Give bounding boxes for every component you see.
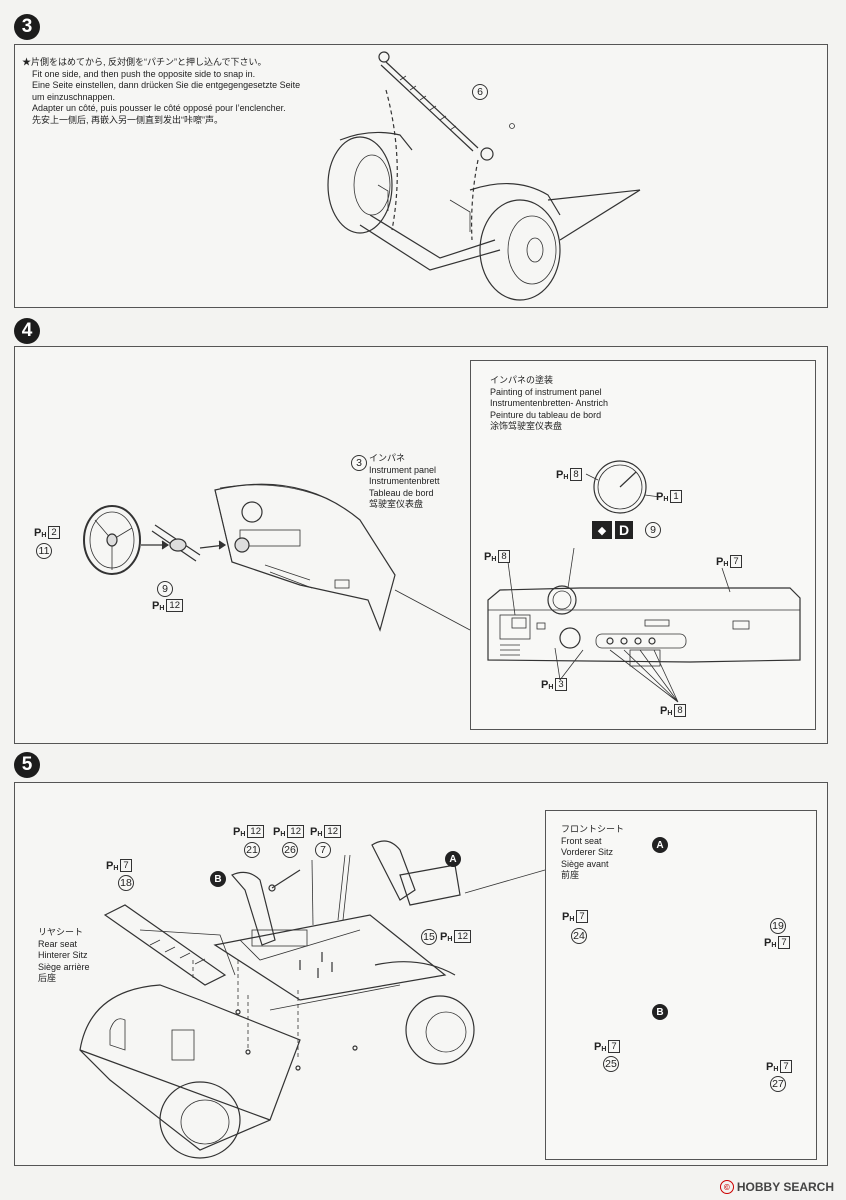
hobby-search-watermark: © HOBBY SEARCH bbox=[719, 1180, 834, 1194]
part-21-callout: 21 bbox=[244, 842, 260, 858]
part-3-callout: 3 bbox=[351, 455, 367, 471]
front-seat-b-marker: B bbox=[652, 1004, 668, 1020]
copyright-icon: © bbox=[719, 1180, 734, 1194]
step-4-badge: 4 bbox=[14, 318, 40, 344]
decal-letter-box: D bbox=[615, 521, 633, 539]
part-26-callout: 26 bbox=[282, 842, 298, 858]
decal-transfer-icon: ◆ bbox=[592, 521, 612, 539]
inset-title: インパネの塗装 Painting of instrument panel Ins… bbox=[490, 375, 609, 431]
step-3-note: ★片側をはめてから, 反対側を“パチン”と押し込んで下さい。 Fit one s… bbox=[22, 57, 301, 125]
instrument-panel-label: インパネ Instrument panel Instrumentenbrett … bbox=[369, 453, 440, 509]
part-6-callout: 6 bbox=[472, 84, 488, 100]
front-seat-label: フロントシート Front seat Vorderer Sitz Siège a… bbox=[561, 824, 625, 880]
front-seat-a-marker: A bbox=[652, 837, 668, 853]
part-24-callout: 24 bbox=[571, 928, 587, 944]
part-18-callout: 18 bbox=[118, 875, 134, 891]
rear-seat-label: リヤシート Rear seat Hinterer Sitz Siège arri… bbox=[38, 927, 90, 983]
part-15-callout: 15 bbox=[421, 929, 437, 945]
part-25-callout: 25 bbox=[603, 1056, 619, 1072]
front-seat-inset bbox=[545, 810, 817, 1160]
part-19-callout: 19 bbox=[770, 918, 786, 934]
seat-b-marker: B bbox=[210, 871, 226, 887]
step-5-badge: 5 bbox=[14, 752, 40, 778]
decal-9-callout: 9 bbox=[645, 522, 661, 538]
decal-instruction: ◆ D bbox=[592, 521, 633, 539]
step-3-badge: 3 bbox=[14, 14, 40, 40]
part-9-callout: 9 bbox=[157, 581, 173, 597]
part-11-callout: 11 bbox=[36, 543, 52, 559]
part-7-callout: 7 bbox=[315, 842, 331, 858]
part-27-callout: 27 bbox=[770, 1076, 786, 1092]
seat-a-marker: A bbox=[445, 851, 461, 867]
